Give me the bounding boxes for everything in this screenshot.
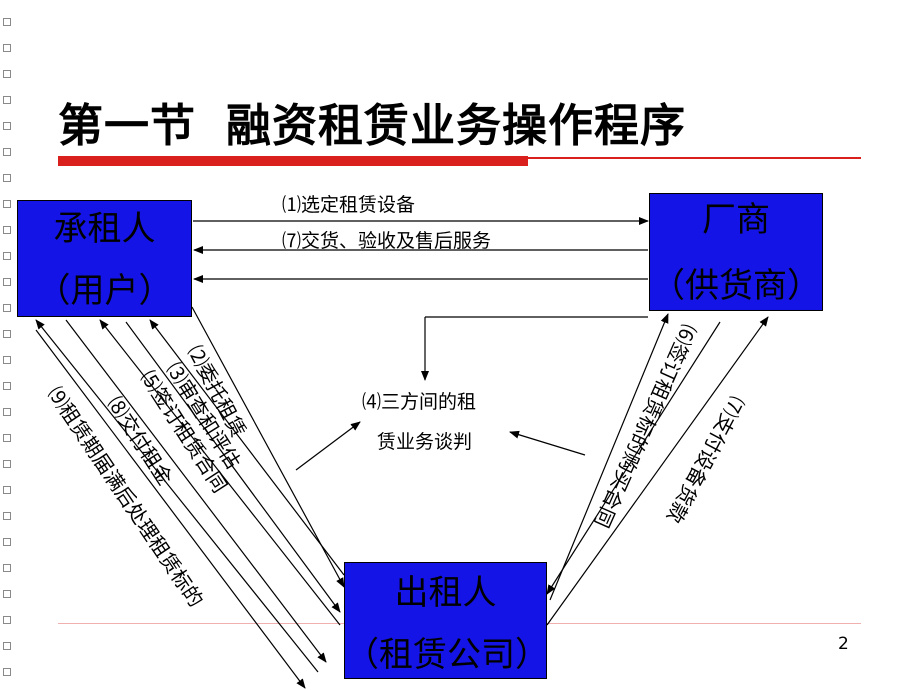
supplier-title: 厂商 <box>702 200 770 240</box>
lessor-subtitle: （租赁公司） <box>345 635 549 675</box>
lessee-title: 承租人 <box>53 209 156 249</box>
lessee-subtitle: （用户） <box>36 271 173 311</box>
arrow-entrust-lease <box>191 306 345 588</box>
arrow-sign-contract-a <box>125 321 341 613</box>
title-section: 第一节 <box>58 99 197 152</box>
arrow-lessor-to-center <box>295 421 361 471</box>
arrow-supplier-side-to-center <box>509 430 586 456</box>
label-delivery-service: ⑺交货、验收及售后服务 <box>282 230 492 252</box>
slide-bullet-column <box>0 0 14 690</box>
label-select-equipment: ⑴选定租赁设备 <box>282 194 416 216</box>
arrow-pay-equipment <box>546 316 769 626</box>
arrow-lease-end-a <box>35 319 319 673</box>
lessee-box: 承租人 （用户） <box>17 200 192 317</box>
center-label-line1: ⑷三方间的租 <box>362 391 477 413</box>
page-number: 2 <box>838 634 849 654</box>
lessor-box: 出租人 （租赁公司） <box>344 562 549 679</box>
slide-title: 第一节融资租赁业务操作程序 <box>58 96 686 156</box>
supplier-box: 厂商 （供货商） <box>649 193 823 311</box>
arrow-purchase-return <box>546 321 721 595</box>
supplier-subtitle: （供货商） <box>651 266 821 306</box>
center-label-line2: 赁业务谈判 <box>377 431 473 453</box>
title-underline <box>58 156 861 166</box>
title-text: 融资租赁业务操作程序 <box>226 99 687 152</box>
lessor-title: 出租人 <box>394 573 497 613</box>
arrow-sign-contract-b <box>99 319 341 626</box>
arrow-sign-purchase <box>549 313 669 601</box>
arrow-lease-end-b <box>35 329 306 689</box>
arrow-review <box>149 319 345 576</box>
arrow-pay-rent <box>65 319 327 663</box>
